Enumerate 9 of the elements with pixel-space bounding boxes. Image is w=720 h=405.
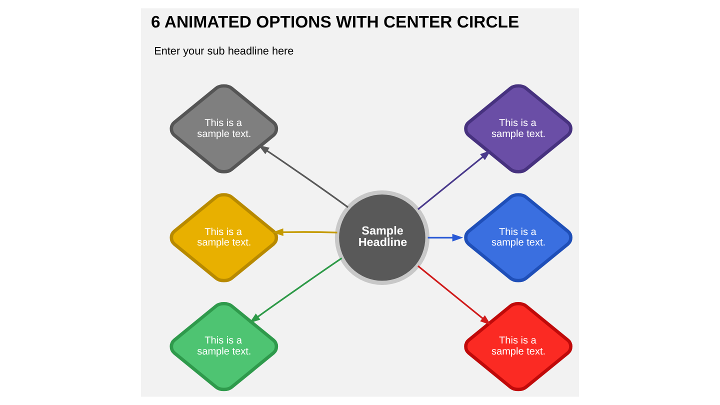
arrow	[417, 265, 491, 326]
arrow	[272, 228, 338, 236]
node-circle: Sample Headline	[334, 190, 430, 285]
arrow	[417, 150, 491, 210]
diagram-title: 6 ANIMATED OPTIONS WITH CENTER CIRCLE	[151, 12, 520, 32]
arrow	[258, 144, 349, 208]
arrow	[428, 234, 464, 242]
arrow	[249, 258, 342, 324]
label: Enter your sub headline here	[154, 46, 294, 58]
